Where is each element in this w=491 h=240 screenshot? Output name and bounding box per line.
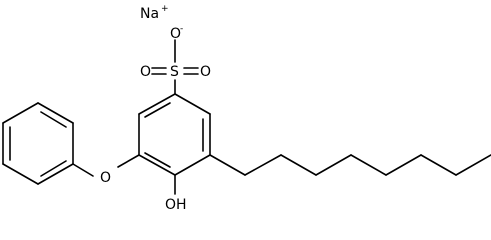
- sulfonate-oxygen-anion: O: [170, 26, 181, 42]
- ether-oxygen-label: O: [100, 170, 111, 186]
- sodium-label: Na: [140, 6, 159, 22]
- atom-labels: Na + O - O S O O OH: [100, 4, 211, 213]
- sulfonate-oxygen-left: O: [140, 64, 151, 80]
- sulfonate-oxygen-right: O: [200, 64, 211, 80]
- ether-linkage: [72, 154, 140, 177]
- hydroxyl-label: OH: [165, 197, 187, 213]
- central-benzene-ring: [138, 93, 211, 176]
- sulfur-label: S: [170, 64, 179, 80]
- oxygen-charge: -: [180, 24, 183, 34]
- octyl-chain: [209, 154, 491, 176]
- sulfonate-group: [151, 39, 199, 95]
- phenyl-ring: [2, 102, 74, 185]
- sodium-charge: +: [161, 4, 169, 14]
